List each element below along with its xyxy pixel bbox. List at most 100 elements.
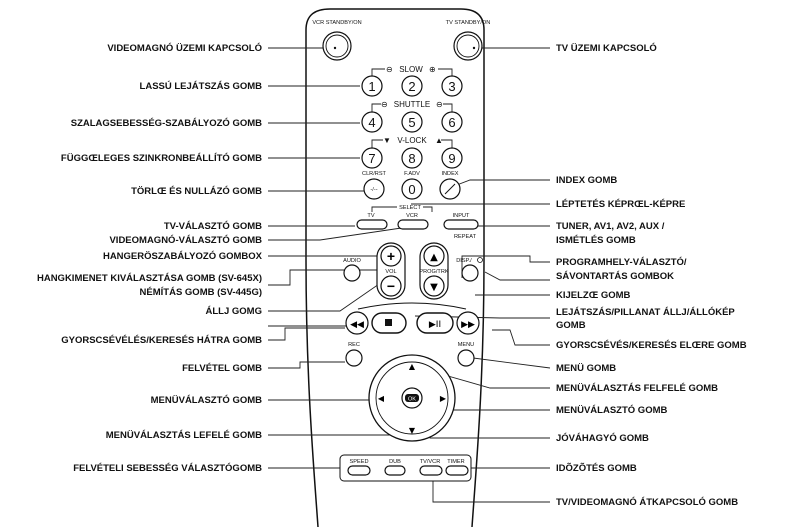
label-ok: JÓVÁHAGYÓ GOMB — [556, 432, 649, 444]
stop-button[interactable] — [371, 312, 407, 334]
label-audio-out: HANGKIMENET KIVÁLASZTÁSA GOMB (SV-645X) — [37, 273, 262, 284]
label-mute: NÉMÍTÁS GOMB (SV-445G) — [140, 287, 262, 298]
slow-text: SLOW — [399, 65, 423, 74]
transport-arc — [357, 302, 467, 310]
input-text: INPUT — [453, 213, 470, 219]
shuttle-group-bracket: ⊖ SHUTTLE ⊖ — [371, 100, 453, 113]
label-tv-vcr: TV/VIDEOMAGNÓ ÁTKAPCSOLÓ GOMB — [556, 496, 738, 508]
label-tv-standby: TV ÜZEMI KAPCSOLÓ — [556, 42, 657, 54]
rewind-button[interactable]: ◀◀ — [345, 311, 369, 335]
digit-0-text: 0 — [408, 182, 415, 197]
index-text: INDEX — [441, 171, 458, 177]
label-fast-forward: GYORSCSÉVÉS/KERESÉS ELŒRE GOMB — [556, 340, 747, 351]
label-play-pause: LEJÁTSZÁS/PILLANAT ÁLLJ/ÁLLÓKÉP — [556, 306, 735, 318]
volume-down-button[interactable] — [380, 275, 402, 297]
tv-standby-button[interactable] — [453, 31, 483, 61]
label-rewind: GYORSCSÉVÉLÉS/KERESÉS HÁTRA GOMB — [61, 335, 262, 346]
menu-down-icon[interactable]: ▼ — [409, 426, 416, 435]
input-button[interactable] — [443, 219, 479, 230]
ok-text: OK — [408, 397, 416, 403]
vlock-text: V-LOCK — [397, 136, 427, 145]
digit-5-text: 5 — [408, 115, 415, 130]
label-tracking: SÁVONTARTÁS GOMBOK — [556, 271, 674, 282]
label-menu-down: MENÜVÁLASZTÁS LEFELÉ GOMB — [106, 430, 262, 441]
label-tv-select: TV-VÁLASZTÓ GOMB — [164, 220, 262, 232]
digit-button-4[interactable]: 4 — [361, 111, 383, 133]
stop-icon — [385, 319, 392, 326]
leader-lines-left — [268, 47, 416, 469]
labels-left: VIDEOMAGNÓ ÜZEMI KAPCSOLÓ LASSÚ LEJÁTSZÁ… — [37, 42, 263, 474]
slow-plus-icon: ⊕ — [429, 65, 436, 74]
shuttle-plus-icon: ⊖ — [436, 100, 443, 109]
menu-left-icon[interactable]: ◀ — [378, 394, 385, 403]
tv-vcr-text: TV/VCR — [420, 459, 441, 465]
label-display: KIJELZŒ GOMB — [556, 290, 631, 301]
menu-button[interactable] — [457, 349, 475, 367]
display-button[interactable] — [461, 264, 479, 282]
index-button[interactable] — [439, 178, 461, 200]
vcr-standby-text: VCR STANDBY/ON — [312, 20, 361, 26]
timer-button[interactable] — [445, 465, 469, 476]
speed-text: SPEED — [350, 459, 369, 465]
program-down-button[interactable] — [423, 275, 445, 297]
label-stop: ÁLLJ GOMG — [206, 306, 262, 317]
label-shuttle: SZALAGSEBESSÉG-SZABÁLYOZÓ GOMB — [71, 117, 262, 129]
vlock-up-icon: ▲ — [435, 136, 443, 145]
vlock-group-bracket: ▼ V-LOCK ▲ — [371, 136, 453, 148]
volume-up-button[interactable] — [380, 245, 402, 267]
clr-glyph-text: -/-- — [370, 187, 377, 193]
vol-text: VOL — [385, 269, 396, 275]
digit-9-text: 9 — [448, 151, 455, 166]
program-up-button[interactable] — [423, 245, 445, 267]
digit-4-text: 4 — [368, 115, 375, 130]
program-rocker[interactable]: ▲ PROG/TRK ▼ — [419, 242, 449, 300]
clear-reset-button[interactable]: -/-- — [363, 178, 385, 200]
label-volume: HANGERÖSZABÁLYOZÓ GOMBOX — [103, 250, 263, 262]
label-record: FELVÉTEL GOMB — [182, 363, 262, 374]
fast-forward-button[interactable]: ▶▶ — [456, 311, 480, 335]
vcr-select-button[interactable] — [397, 219, 429, 230]
play-pause-button[interactable]: ▶II — [416, 312, 454, 334]
digit-2-text: 2 — [408, 79, 415, 94]
vcr-standby-button[interactable] — [322, 31, 352, 61]
slow-minus-icon: ⊖ — [386, 65, 393, 74]
digit-3-text: 3 — [448, 79, 455, 94]
audio-button[interactable] — [343, 264, 361, 282]
digit-button-2[interactable]: 2 — [401, 75, 423, 97]
select-group-bracket: SELECT — [371, 205, 433, 212]
digit-button-8[interactable]: 8 — [401, 147, 423, 169]
vcr-text: VCR — [406, 213, 418, 219]
tv-vcr-button[interactable] — [419, 465, 443, 476]
label-menu-select-right: MENÜVÁLASZTÓ GOMB — [556, 404, 667, 416]
rec-text: REC — [348, 342, 360, 348]
f-adv-text: F.ADV — [404, 171, 420, 177]
play-pause-icon: ▶II — [429, 320, 441, 330]
label-vlock: FÜGGŒLEGES SZINKRONBEÁLLÍTÓ GOMB — [61, 152, 262, 164]
digit-button-5[interactable]: 5 — [401, 111, 423, 133]
tv-text: TV — [367, 213, 374, 219]
label-menu: MENÜ GOMB — [556, 363, 616, 374]
digit-button-3[interactable]: 3 — [441, 75, 463, 97]
shuttle-text: SHUTTLE — [394, 100, 430, 109]
digit-button-6[interactable]: 6 — [441, 111, 463, 133]
menu-right-icon[interactable]: ▶ — [440, 394, 447, 403]
navigation-pad[interactable]: ▲ ▼ ◀ ▶ OK — [368, 354, 456, 442]
dub-button[interactable] — [384, 465, 406, 476]
menu-up-icon[interactable]: ▲ — [409, 362, 416, 371]
digit-button-7[interactable]: 7 — [361, 147, 383, 169]
prog-trk-text: PROG/TRK — [419, 269, 448, 275]
digit-button-9[interactable]: 9 — [441, 147, 463, 169]
digit-7-text: 7 — [368, 151, 375, 166]
speed-button[interactable] — [347, 465, 371, 476]
digit-button-1[interactable]: 1 — [361, 75, 383, 97]
frame-advance-button[interactable]: 0 — [401, 178, 423, 200]
label-speed: FELVÉTELI SEBESSÉG VÁLASZTÓGOMB — [73, 462, 262, 474]
volume-rocker[interactable]: + VOL − — [376, 242, 406, 300]
record-button[interactable] — [345, 349, 363, 367]
label-input: TUNER, AV1, AV2, AUX / — [556, 221, 665, 232]
label-play-pause-2: GOMB — [556, 320, 586, 331]
audio-text: AUDIO — [343, 258, 361, 264]
tv-select-button[interactable] — [356, 219, 388, 230]
label-frame-advance: LÉPTETÉS KÉPRŒL-KÉPRE — [556, 199, 685, 210]
